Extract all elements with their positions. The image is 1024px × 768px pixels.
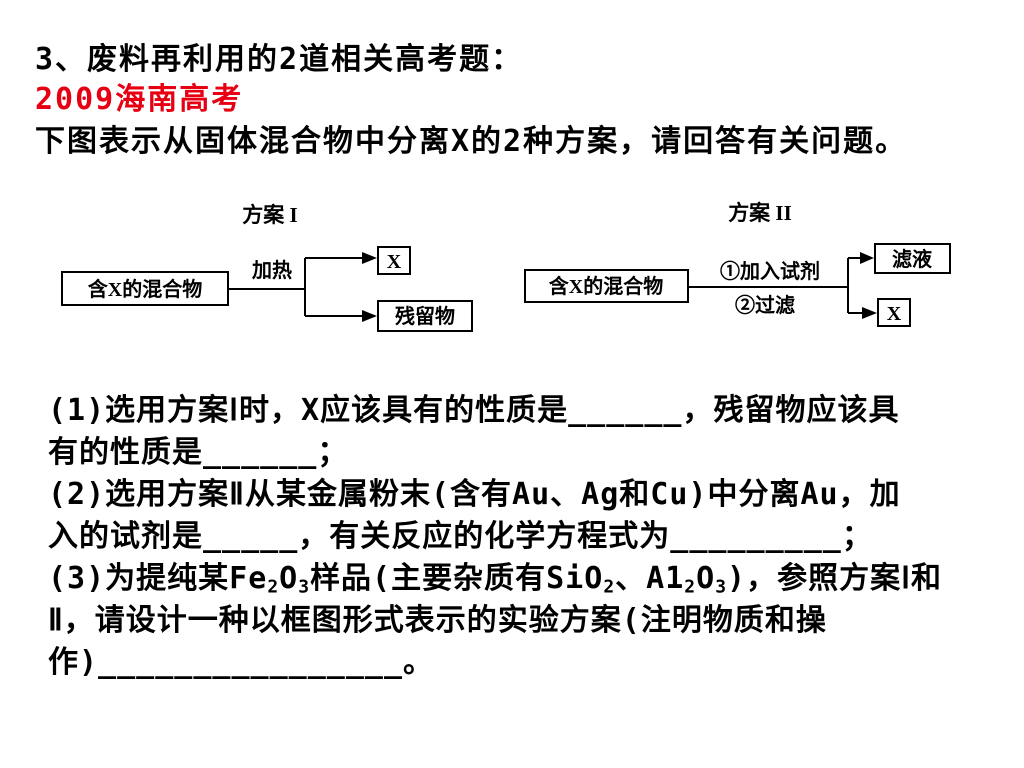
q3-subscript: 2 <box>684 576 697 598</box>
scheme-2-product-top-box <box>874 243 951 274</box>
question-1-line-2: 有的性质是______； <box>48 435 349 470</box>
q3-subscript: 2 <box>267 576 280 598</box>
scheme-2-product-bottom-box <box>877 298 911 327</box>
scheme-2-operation-step-1: ①加入试剂 <box>720 259 820 283</box>
q3-text-segment: 样品(主要杂质有SiO <box>310 561 604 596</box>
scheme-2-product-bottom-label: X <box>887 303 902 325</box>
question-3-line-1: (3)为提纯某Fe2O3样品(主要杂质有SiO2、A12O3)，参照方案Ⅰ和 <box>48 558 942 600</box>
scheme-1-product-top-label: X <box>387 251 402 273</box>
scheme-1-start-box <box>61 271 229 306</box>
scheme-2-operation-step-2: ②过滤 <box>735 294 795 317</box>
q3-text-segment: 、A1 <box>615 561 685 596</box>
q3-text-segment: O <box>279 561 299 596</box>
scheme-2-bottom-arrowhead <box>862 307 877 319</box>
scheme-1-label: 方案 I <box>242 203 297 227</box>
slide-title: 3、废料再利用的2道相关高考题： <box>35 42 524 77</box>
question-3-line-3: 作)________________。 <box>48 645 435 680</box>
scheme-2-start-box <box>524 269 689 303</box>
scheme-1-product-top-box <box>377 246 411 275</box>
q3-text-segment: (3)为提纯某Fe <box>48 561 268 596</box>
question-1-line-1: (1)选用方案Ⅰ时，X应该具有的性质是______，残留物应该具 <box>48 393 900 428</box>
separation-schemes-diagram: 方案 I 含X的混合物 加热 X 残留物 方案 II 含X的混合物 ①加入试剂 … <box>61 201 951 332</box>
question-2-line-1: (2)选用方案Ⅱ从某金属粉末(含有Au、Ag和Cu)中分离Au，加 <box>48 477 901 512</box>
scheme-2-start-label: 含X的混合物 <box>549 274 663 298</box>
question-list: (1)选用方案Ⅰ时，X应该具有的性质是______，残留物应该具 有的性质是__… <box>48 390 942 684</box>
question-2-line-2: 入的试剂是_____，有关反应的化学方程式为_________； <box>48 519 873 554</box>
question-3-line-2: Ⅱ，请设计一种以框图形式表示的实验方案(注明物质和操 <box>48 603 827 638</box>
scheme-1-start-label: 含X的混合物 <box>88 277 202 301</box>
exam-source: 2009海南高考 <box>35 82 244 117</box>
scheme-1-product-bottom-label: 残留物 <box>395 304 455 328</box>
scheme-2-product-top-label: 滤液 <box>892 247 933 271</box>
scheme-2-label: 方案 II <box>728 201 792 225</box>
scheme-2: 方案 II 含X的混合物 ①加入试剂 ②过滤 滤液 X <box>524 201 951 327</box>
q3-subscript: 3 <box>298 576 311 598</box>
scheme-1-top-arrowhead <box>362 252 377 264</box>
scheme-1-product-bottom-box <box>377 300 473 332</box>
scheme-1: 方案 I 含X的混合物 加热 X 残留物 <box>61 203 473 332</box>
scheme-1-operation: 加热 <box>251 259 292 282</box>
scheme-2-top-arrowhead <box>860 252 874 264</box>
q3-text-segment: )，参照方案Ⅰ和 <box>727 561 942 596</box>
scheme-1-bottom-arrowhead <box>362 310 377 322</box>
q3-subscript: 2 <box>603 576 616 598</box>
question-intro: 下图表示从固体混合物中分离X的2种方案，请回答有关问题。 <box>35 124 908 159</box>
q3-text-segment: O <box>696 561 716 596</box>
q3-subscript: 3 <box>715 576 728 598</box>
